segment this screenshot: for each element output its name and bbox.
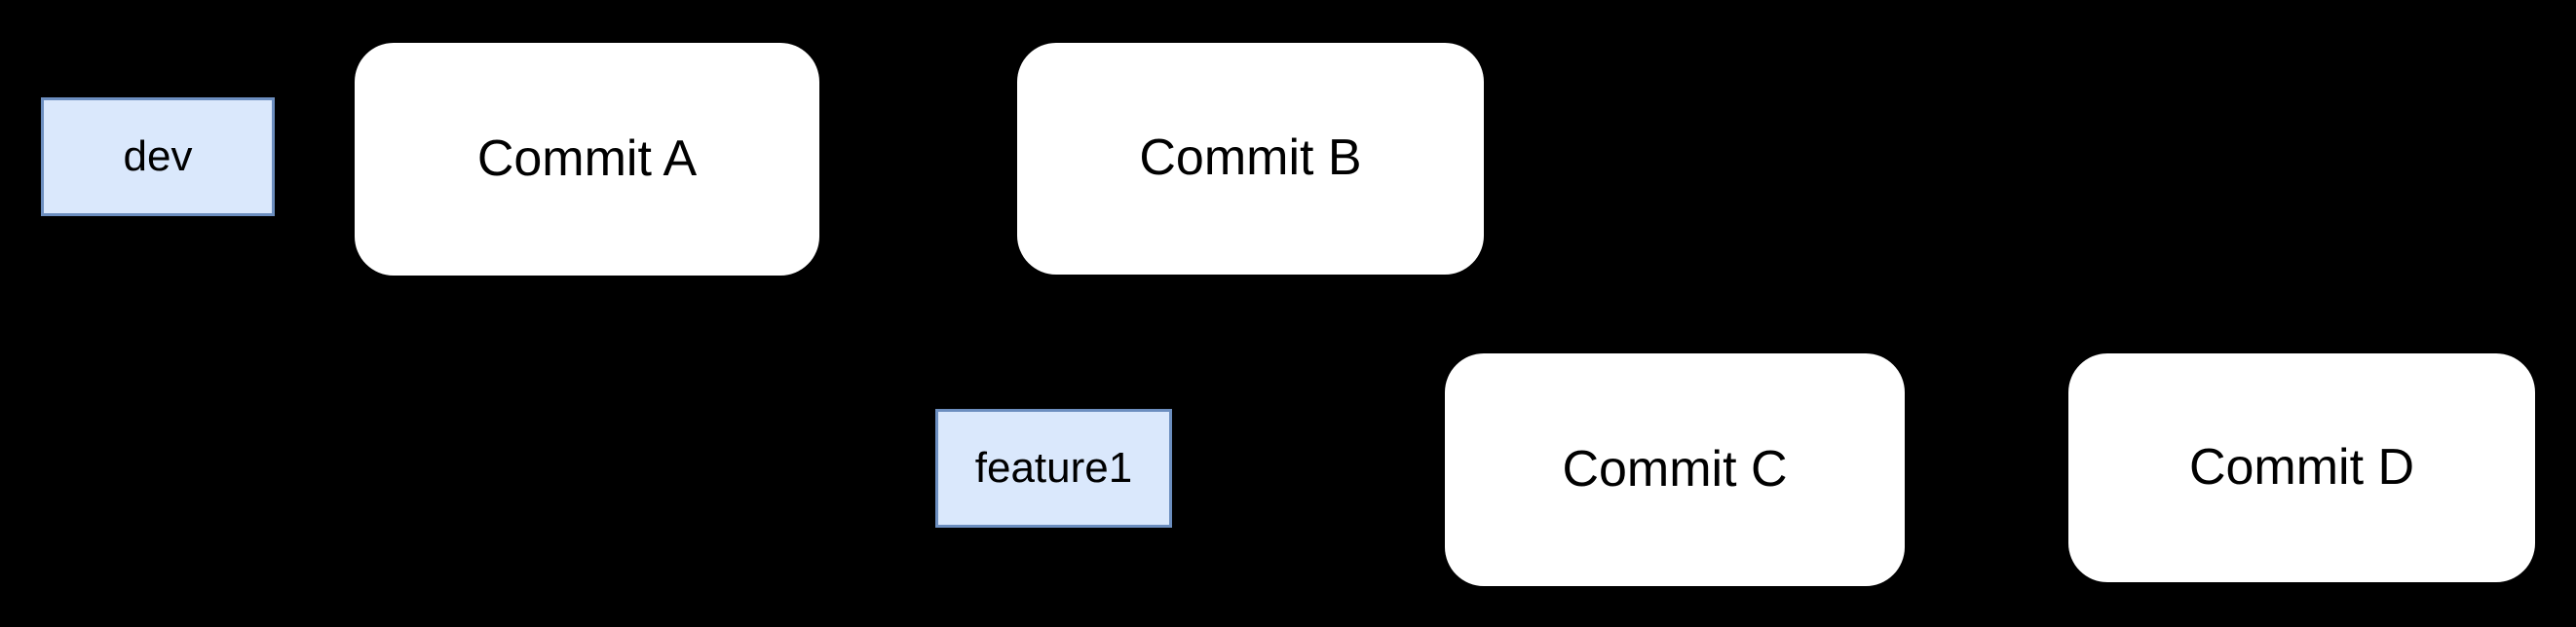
branch-label-dev[interactable]: dev xyxy=(41,97,275,216)
commit-node-d[interactable]: Commit D xyxy=(2068,353,2535,582)
commit-node-a[interactable]: Commit A xyxy=(355,43,819,276)
commit-node-c[interactable]: Commit C xyxy=(1445,353,1905,586)
branch-label-dev-text: dev xyxy=(123,131,193,180)
commit-node-b[interactable]: Commit B xyxy=(1017,43,1484,275)
commit-node-b-text: Commit B xyxy=(1139,129,1362,187)
commit-node-c-text: Commit C xyxy=(1562,440,1788,498)
commit-node-d-text: Commit D xyxy=(2188,438,2415,496)
commit-node-a-text: Commit A xyxy=(476,129,698,187)
branch-label-feature1-text: feature1 xyxy=(974,443,1133,492)
branch-label-feature1[interactable]: feature1 xyxy=(935,409,1172,528)
